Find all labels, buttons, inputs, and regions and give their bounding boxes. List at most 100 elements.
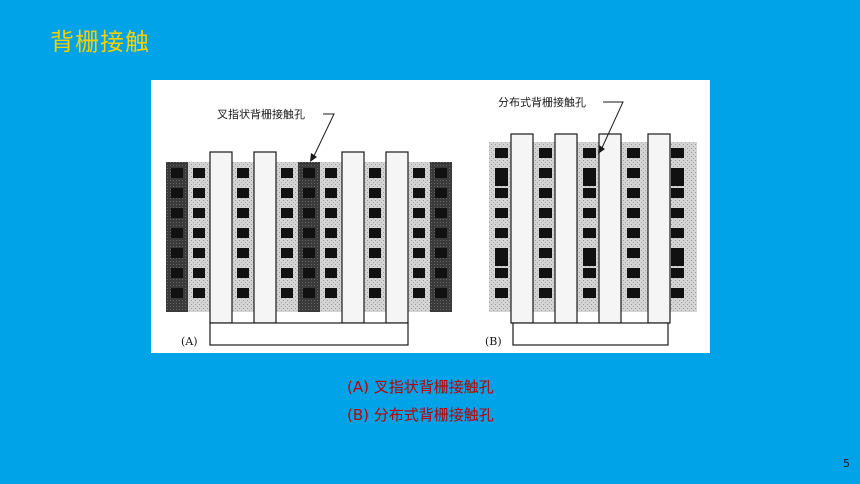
panel-b-contact-hole [583,228,596,238]
panel-b-contact-hole [583,268,596,278]
panel-b-contact-hole [627,168,640,178]
panel-a-contact-hole [193,228,205,238]
panel-a-callout-arrowhead [310,153,317,162]
panel-a-gate-finger [385,151,409,324]
panel-a-contact-hole [171,188,183,198]
panel-a-contact-hole [237,248,249,258]
panel-b-contact-hole [627,288,640,298]
panel-b-active-strip [577,142,599,312]
panel-a-contact-hole [369,248,381,258]
panel-b-contact-hole [583,168,596,186]
panel-b-contact-hole [495,148,508,158]
panel-a-contact-hole [171,288,183,298]
panel-a-contact-hole [237,188,249,198]
panel-a-contact-hole [413,248,425,258]
panel-a-contact-hole [325,208,337,218]
panel-a-contact-hole [303,288,315,298]
panel-a-contact-hole [369,208,381,218]
panel-b-active-strip [621,142,643,312]
panel-b-contact-hole [495,248,508,266]
panel-b-contact-hole [671,248,684,266]
panel-a-contact-hole [325,268,337,278]
panel-a-contact-hole [413,268,425,278]
panel-a-contact-hole [237,268,249,278]
page-number: 5 [843,457,850,470]
panel-a-contact-hole [435,288,447,298]
panel-a-contact-hole [303,248,315,258]
panel-a-contact-hole [413,188,425,198]
panel-b-contact-hole [671,168,684,186]
panel-b-gate-finger [554,133,578,324]
panel-b-contact-hole [539,168,552,178]
panel-a-contact-hole [413,288,425,298]
panel-a-contact-hole [281,208,293,218]
panel-a-contact-hole [435,268,447,278]
panel-a-contact-hole [171,248,183,258]
panel-a-contact-hole [369,268,381,278]
panel-b-bus-bar [512,322,669,346]
panel-b-contact-hole [539,188,552,198]
panel-b-contact-hole [627,268,640,278]
panel-a-contact-hole [303,188,315,198]
panel-b-contact-hole [671,148,684,158]
panel-b-active-strip [533,142,555,312]
panel-b-gate-finger [598,133,622,324]
panel-b-contact-hole [495,228,508,238]
panel-b-contact-hole [583,188,596,198]
panel-a-contact-hole [237,288,249,298]
panel-a-interdigitated: (A) 叉指状背栅接触孔 [166,107,452,348]
panel-b-contact-hole [539,248,552,258]
panel-a-contact-hole [435,208,447,218]
panel-a-contact-hole [281,168,293,178]
panel-b-active-strip [687,142,697,312]
panel-a-contact-hole [193,208,205,218]
panel-a-contact-hole [369,228,381,238]
panel-a-contact-hole [325,168,337,178]
panel-b-contact-hole [583,248,596,266]
panel-a-contact-hole [171,208,183,218]
panel-a-contact-hole [413,228,425,238]
panel-a-contact-hole [369,168,381,178]
panel-b-contact-hole [539,228,552,238]
panel-a-contact-hole [237,228,249,238]
panel-b-contact-hole [583,148,596,158]
panel-b-active-strip [489,142,511,312]
slide-title: 背栅接触 [50,28,150,56]
panel-a-contact-hole [193,268,205,278]
panel-a-contact-hole [435,168,447,178]
panel-b-contact-hole [495,168,508,186]
caption-interdigitated: (A) 叉指状背栅接触孔 [347,378,494,396]
panel-a-callout: 叉指状背栅接触孔 [217,107,305,121]
panel-b-contact-hole [627,148,640,158]
panel-b-contact-hole [539,148,552,158]
panel-a-contact-hole [303,228,315,238]
panel-b-contact-hole [671,268,684,278]
panel-a-callout-leader [312,113,335,159]
panel-a-contact-hole [303,208,315,218]
panel-a-contact-hole [369,288,381,298]
panel-b-contact-hole [583,208,596,218]
panel-a-contact-hole [193,168,205,178]
panel-a-label: (A) [181,335,198,348]
caption-distributed: (B) 分布式背栅接触孔 [347,406,494,424]
panel-a-contact-hole [413,208,425,218]
panel-b-contact-hole [539,268,552,278]
panel-b-contact-hole [627,248,640,258]
panel-b-contact-hole [495,268,508,278]
panel-a-contact-hole [369,188,381,198]
panel-a-contact-hole [281,288,293,298]
panel-b-contact-hole [495,208,508,218]
panel-a-contact-hole [171,168,183,178]
panel-b-gate-finger [510,133,534,324]
panel-b-contact-hole [495,288,508,298]
panel-a-contact-hole [237,208,249,218]
panel-b-distributed: (B) 分布式背栅接触孔 [485,95,697,348]
panel-b-contact-hole [539,208,552,218]
panel-a-contact-hole [325,228,337,238]
panel-a-contact-hole [237,168,249,178]
panel-b-label: (B) [485,335,502,348]
panel-b-contact-hole [671,228,684,238]
panel-b-contact-hole [627,208,640,218]
panel-a-contact-hole [171,228,183,238]
panel-b-callout: 分布式背栅接触孔 [498,95,586,109]
